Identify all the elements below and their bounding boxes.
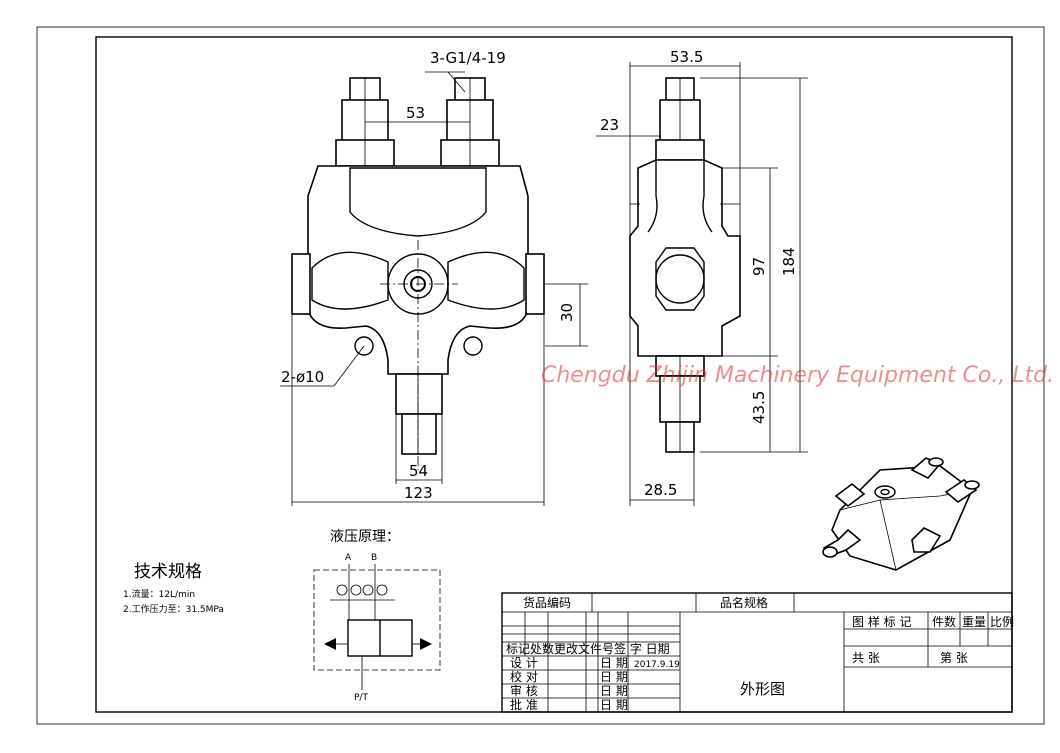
product-spec-label: 品名规格 <box>720 595 768 610</box>
dim-port-thread: 3-G1/4-19 <box>430 49 506 67</box>
check-label: 校 对 <box>510 669 538 684</box>
check-date-label: 日 期 <box>600 670 628 684</box>
design-date-label: 日 期 <box>600 656 628 670</box>
dim-port-spacing: 53 <box>406 104 425 122</box>
front-dimensions: 3-G1/4-19 53 30 2-ø10 54 123 <box>280 49 588 506</box>
hydraulic-title: 液压原理： <box>330 529 400 545</box>
tech-spec-title: 技术规格 <box>134 562 202 582</box>
revision-header: 标记处数更改文件号签 字 日期 <box>506 641 670 656</box>
watermark: Chengdu Zhijin Machinery Equipment Co., … <box>541 363 1054 388</box>
port-b-label: B <box>371 553 377 563</box>
dim-side-bottom: 43.5 <box>750 391 768 424</box>
drawing-title: 外形图 <box>740 680 785 698</box>
goods-code-label: 货品编码 <box>523 595 571 610</box>
isometric-view <box>822 457 980 571</box>
total-sheets-label: 共 张 <box>852 651 880 665</box>
sheet-no-label: 第 张 <box>940 651 968 665</box>
dim-side-total: 184 <box>780 247 798 276</box>
design-date-value: 2017.9.19 <box>634 660 680 670</box>
side-dimensions: 53.5 23 97 184 43.5 28.5 <box>596 48 808 506</box>
port-pt-label: P/T <box>354 693 368 703</box>
title-block: 货品编码 品名规格 图 样 标 记 件数 重量 比例 共 张 第 张 标记处数更… <box>501 592 1014 713</box>
dim-side-base: 28.5 <box>644 481 677 499</box>
front-view <box>291 77 545 470</box>
review-label: 审 核 <box>510 683 538 698</box>
dim-side-mid: 97 <box>750 257 768 276</box>
weight-label: 重量 <box>962 615 986 629</box>
tech-spec-line2: 2.工作压力至：31.5MPa <box>123 603 224 615</box>
quantity-label: 件数 <box>932 614 956 629</box>
outer-border <box>36 26 1045 725</box>
dim-side-width: 53.5 <box>670 48 703 66</box>
scale-label: 比例 <box>990 615 1014 629</box>
review-date-label: 日 期 <box>600 684 628 698</box>
port-a-label: A <box>345 553 352 563</box>
hydraulic-schematic: 液压原理： A B P/T <box>313 529 441 703</box>
dim-side-top: 23 <box>600 116 619 134</box>
approve-date-label: 日 期 <box>600 698 628 712</box>
dim-center-offset: 30 <box>558 303 576 322</box>
dim-holes: 2-ø10 <box>281 368 324 386</box>
dim-bottom-width: 54 <box>409 462 428 480</box>
approve-label: 批 准 <box>510 697 538 712</box>
pattern-mark-label: 图 样 标 记 <box>852 614 911 629</box>
dim-total-width: 123 <box>404 484 433 502</box>
side-view <box>629 77 741 453</box>
design-label: 设 计 <box>510 656 538 670</box>
tech-spec: 技术规格 1.流量：12L/min 2.工作压力至：31.5MPa <box>123 562 224 615</box>
tech-spec-line1: 1.流量：12L/min <box>123 588 195 600</box>
